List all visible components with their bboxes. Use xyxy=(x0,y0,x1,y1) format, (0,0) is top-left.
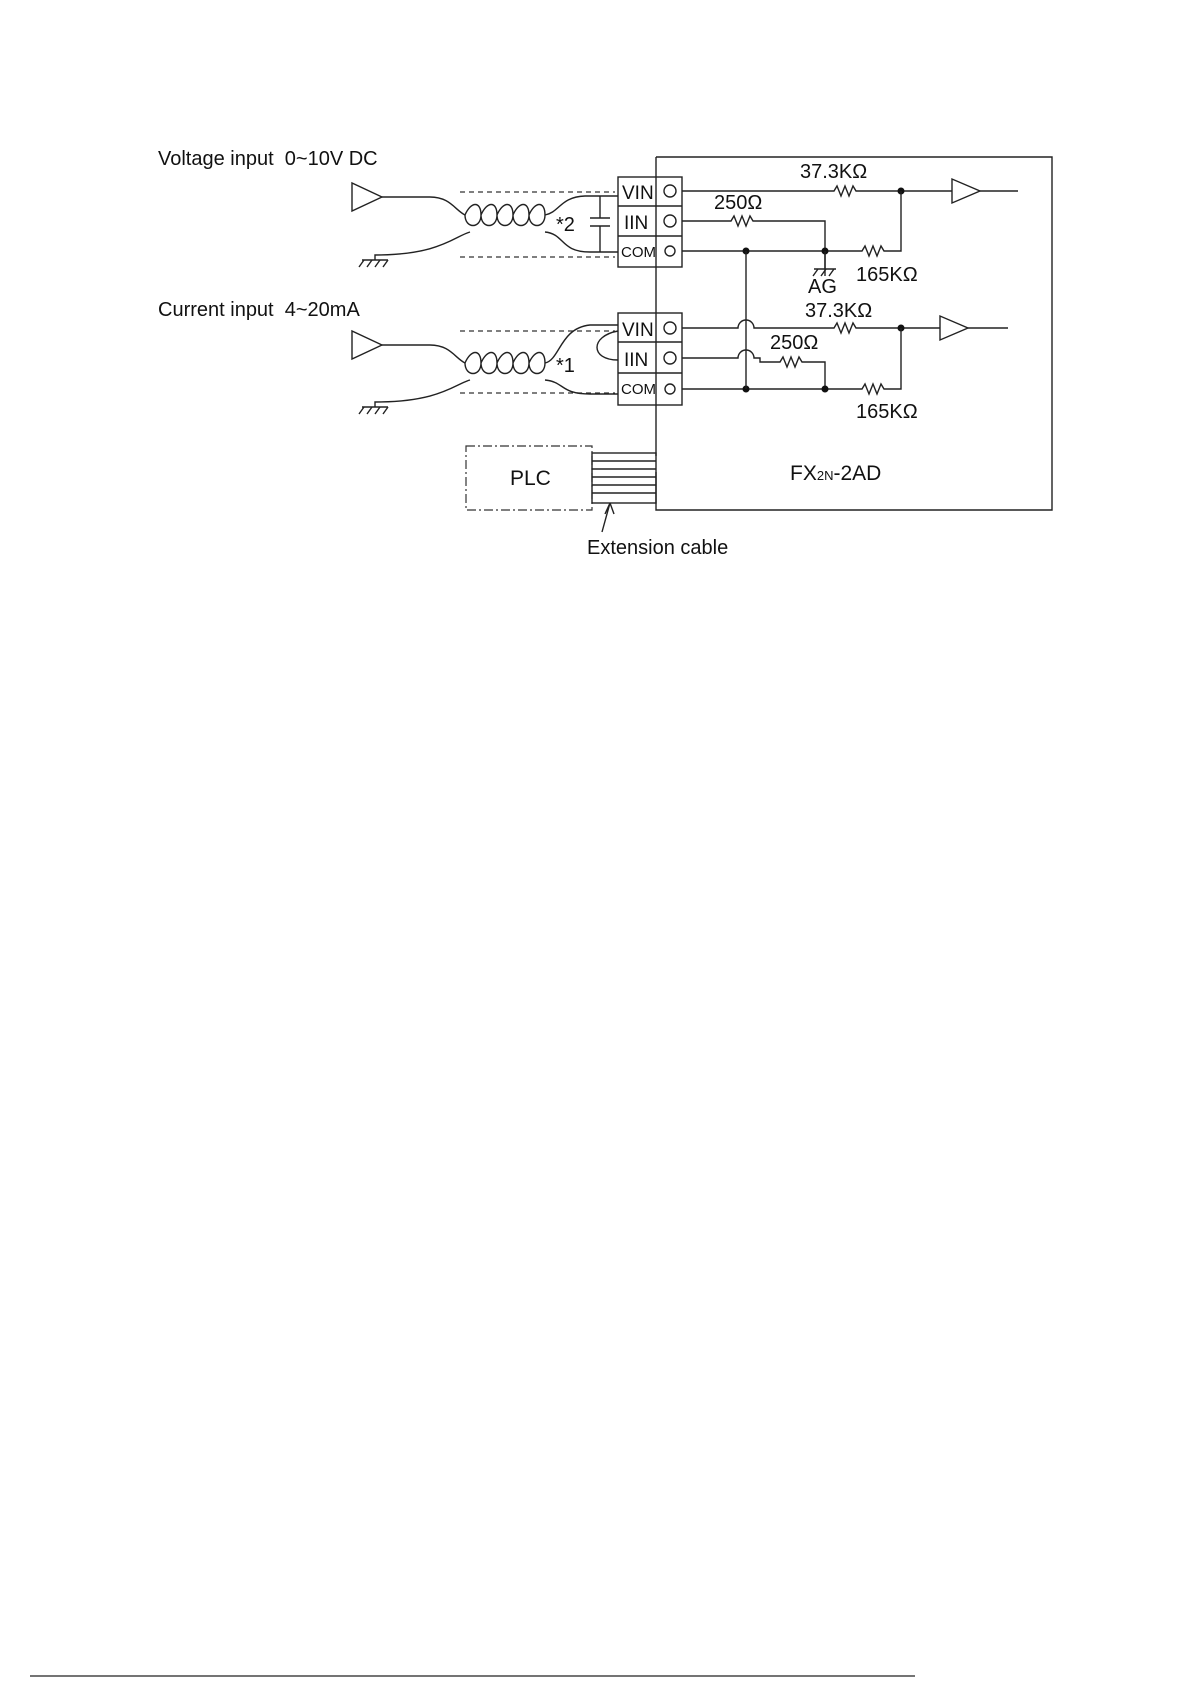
terminal-screw-icon xyxy=(664,352,676,364)
resistor-lower-label-ch1: 165KΩ xyxy=(856,264,918,286)
capacitor-symbol xyxy=(590,196,610,252)
ground-wire-ch1 xyxy=(375,197,470,260)
note2-label: *2 xyxy=(556,214,575,236)
voltage-source-symbol xyxy=(352,183,382,211)
terminal-iin-ch2: IIN xyxy=(624,350,648,371)
plc-label: PLC xyxy=(510,467,551,490)
twisted-pair-ch2 xyxy=(465,353,545,374)
extension-cable-lines xyxy=(592,461,656,493)
terminal-com-ch2: COM xyxy=(621,381,656,398)
iin-wire-ch1 xyxy=(682,216,825,276)
terminal-screw-icon xyxy=(664,322,676,334)
extension-cable-arrow xyxy=(602,503,614,532)
terminal-iin-ch1: IIN xyxy=(624,213,648,234)
iin-wire-ch2 xyxy=(682,350,825,389)
module-subscript: 2N xyxy=(817,468,834,483)
ground-hatch-ch2 xyxy=(359,407,388,414)
module-name-label: FX2N-2AD xyxy=(790,462,881,485)
analog-ground-label: AG xyxy=(808,276,837,298)
amplifier-icon-ch2 xyxy=(940,316,968,340)
terminal-screw-icon xyxy=(665,384,675,394)
module-suffix: -2AD xyxy=(833,462,881,485)
note1-label: *1 xyxy=(556,355,575,377)
ground-wire-ch2 xyxy=(375,345,470,407)
resistor-lower-label-ch2: 165KΩ xyxy=(856,401,918,423)
resistor-upper-label-ch2: 37.3KΩ xyxy=(805,300,872,322)
terminal-screw-icon xyxy=(664,185,676,197)
junction-dot xyxy=(822,386,829,393)
resistor-shunt-label-ch1: 250Ω xyxy=(714,192,762,214)
terminal-vin-ch2: VIN xyxy=(622,320,654,341)
resistor-shunt-label-ch2: 250Ω xyxy=(770,332,818,354)
voltage-input-label: Voltage input 0~10V DC xyxy=(158,148,378,170)
terminal-screw-icon xyxy=(665,246,675,256)
current-input-label: Current input 4~20mA xyxy=(158,299,360,321)
resistor-upper-label-ch1: 37.3KΩ xyxy=(800,161,867,183)
module-prefix: FX xyxy=(790,462,817,485)
terminal-screw-icon xyxy=(664,215,676,227)
terminal-com-ch1: COM xyxy=(621,244,656,261)
twisted-pair-ch1 xyxy=(465,205,545,226)
ground-hatch-ch1 xyxy=(359,260,388,267)
amplifier-icon-ch1 xyxy=(952,179,980,203)
jumper-wire xyxy=(597,331,618,360)
terminal-vin-ch1: VIN xyxy=(622,183,654,204)
extension-cable-label: Extension cable xyxy=(587,537,728,559)
current-source-symbol xyxy=(352,331,382,359)
